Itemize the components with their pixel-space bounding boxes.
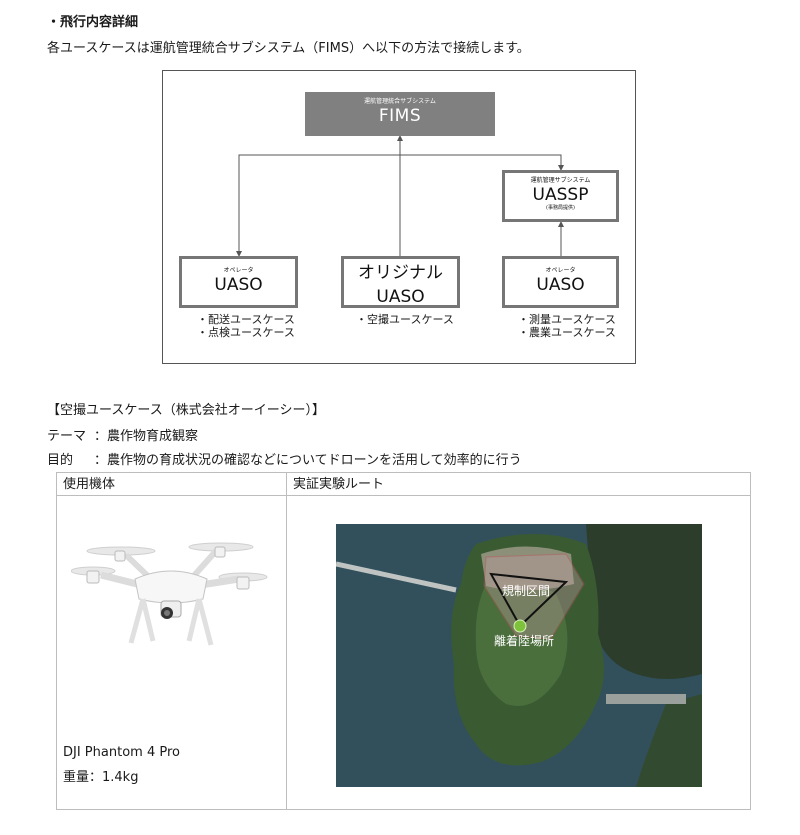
table-header-divider xyxy=(57,495,750,496)
uaso2-name-line1: オリジナル xyxy=(358,263,443,283)
uaso-box-2: オリジナル UASO xyxy=(341,256,460,308)
col-header-aircraft: 使用機体 xyxy=(63,477,116,492)
uaso2-name-line2: UASO xyxy=(376,287,425,307)
fims-box: 運航管理統合サブシステム FIMS xyxy=(305,92,495,136)
table-column-divider xyxy=(286,473,287,809)
route-map: 規制区間 離着陸場所 xyxy=(336,524,702,787)
uassp-box: 運航管理サブシステム UASSP (事務局提供) xyxy=(502,170,619,222)
uassp-subtitle: 運航管理サブシステム xyxy=(530,177,591,184)
uaso3-usecase-2: ・農業ユースケース xyxy=(518,326,616,339)
fims-connection-diagram: 運航管理統合サブシステム FIMS 運航管理サブシステム UASSP (事務局提… xyxy=(162,70,636,364)
map-label-takeoff-site: 離着陸場所 xyxy=(494,634,555,648)
uaso1-usecase-1: ・配送ユースケース xyxy=(197,313,295,326)
experiment-table: 使用機体 実証実験ルート DJI Phantom 4 Pro 重量：1.4kg xyxy=(56,472,751,810)
uaso3-name: UASO xyxy=(536,275,585,295)
fims-name: FIMS xyxy=(378,106,422,126)
uaso3-subtitle: オペレータ xyxy=(545,267,576,274)
col-header-route: 実証実験ルート xyxy=(293,477,385,492)
fims-subtitle: 運航管理統合サブシステム xyxy=(364,98,436,105)
uaso1-subtitle: オペレータ xyxy=(223,267,254,274)
purpose-label: 目的 xyxy=(47,453,74,468)
purpose-value: ：農作物の育成状況の確認などについてドローンを活用して効率的に行う xyxy=(94,453,522,468)
uaso-box-3: オペレータ UASO xyxy=(502,256,619,308)
map-label-restricted-area: 規制区間 xyxy=(502,584,551,598)
uassp-name: UASSP xyxy=(532,185,589,205)
uaso-box-1: オペレータ UASO xyxy=(179,256,298,308)
takeoff-marker xyxy=(513,619,527,633)
intro-text: 各ユースケースは運航管理統合サブシステム（FIMS）へ以下の方法で接続します。 xyxy=(47,41,530,56)
aircraft-weight: 重量：1.4kg xyxy=(63,770,139,785)
section-heading: ・飛行内容詳細 xyxy=(47,15,139,30)
satellite-map-image xyxy=(336,524,702,787)
theme-label: テーマ xyxy=(47,429,87,444)
aircraft-name: DJI Phantom 4 Pro xyxy=(63,745,180,760)
connector-lines xyxy=(236,135,564,257)
case-title: 【空撮ユースケース（株式会社オーイーシー）】 xyxy=(47,403,325,418)
uaso3-usecase-1: ・測量ユースケース xyxy=(518,313,616,326)
uaso2-usecase-1: ・空撮ユースケース xyxy=(356,313,454,326)
theme-value: ：農作物育成観察 xyxy=(94,429,199,444)
drone-image xyxy=(71,542,268,646)
flight-route-path xyxy=(489,572,569,628)
uassp-note: (事務局提供) xyxy=(546,205,575,211)
uaso1-name: UASO xyxy=(214,275,263,295)
uaso1-usecase-2: ・点検ユースケース xyxy=(197,326,295,339)
